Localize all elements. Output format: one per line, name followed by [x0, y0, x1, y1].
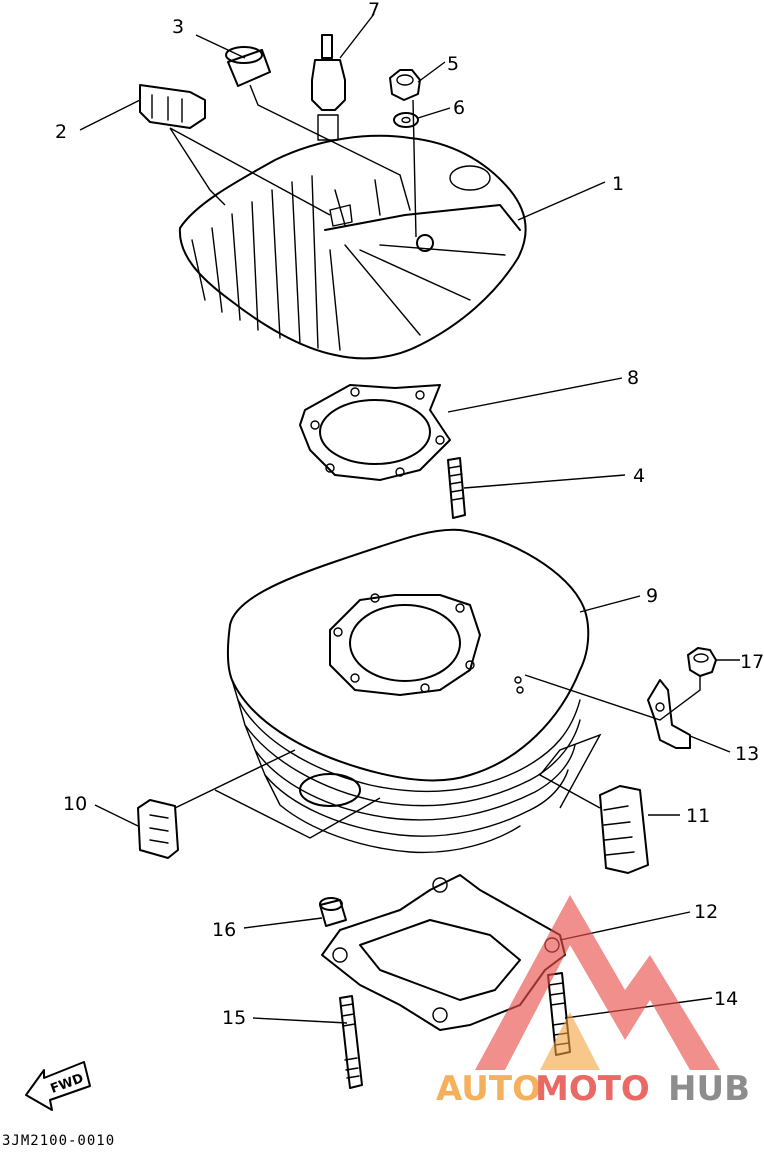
callout-7: 7	[368, 0, 380, 21]
callout-17: 17	[740, 651, 764, 673]
part-number-code: 3JM2100-0010	[2, 1133, 116, 1149]
callout-6: 6	[453, 97, 465, 119]
part-cylinder-head	[178, 134, 527, 360]
logo-text-auto: AUTO	[436, 1069, 541, 1109]
callout-12: 12	[694, 901, 718, 923]
part-dowel	[319, 897, 347, 927]
callout-3: 3	[172, 16, 184, 38]
part-damper-right	[599, 785, 649, 874]
part-nut-right	[687, 647, 717, 677]
automotohub-logo: AUTO MOTO HUB	[436, 895, 750, 1109]
part-base-gasket	[321, 874, 566, 1031]
callout-2: 2	[55, 121, 67, 143]
part-stud-upper	[447, 457, 466, 519]
callout-11: 11	[686, 805, 710, 827]
callout-15: 15	[222, 1007, 246, 1029]
part-spark-plug	[311, 34, 346, 141]
leader-lines	[79, 13, 740, 1024]
logo-text-moto: MOTO	[535, 1069, 650, 1109]
callout-13: 13	[735, 743, 759, 765]
part-damper-upper	[139, 84, 206, 129]
part-bracket	[647, 679, 691, 749]
callout-9: 9	[646, 585, 658, 607]
part-damper-left	[137, 799, 179, 859]
callout-14: 14	[714, 988, 738, 1010]
callout-labels: 7 3 5 6 2 1 8 4 9 17 13 10 11 12 16 14 1…	[55, 0, 764, 1029]
callout-1: 1	[612, 173, 624, 195]
callout-10: 10	[63, 793, 87, 815]
callout-4: 4	[633, 465, 645, 487]
callout-5: 5	[447, 53, 459, 75]
part-nut-upper	[389, 69, 421, 101]
callout-16: 16	[212, 919, 236, 941]
forward-direction-arrow: FWD	[25, 1061, 91, 1111]
callout-8: 8	[627, 367, 639, 389]
part-head-gasket	[299, 384, 451, 481]
logo-text-hub: HUB	[668, 1069, 750, 1109]
part-washer	[393, 112, 419, 128]
part-cylinder	[227, 528, 590, 854]
part-cap	[225, 46, 271, 87]
part-stud-left	[339, 995, 363, 1089]
